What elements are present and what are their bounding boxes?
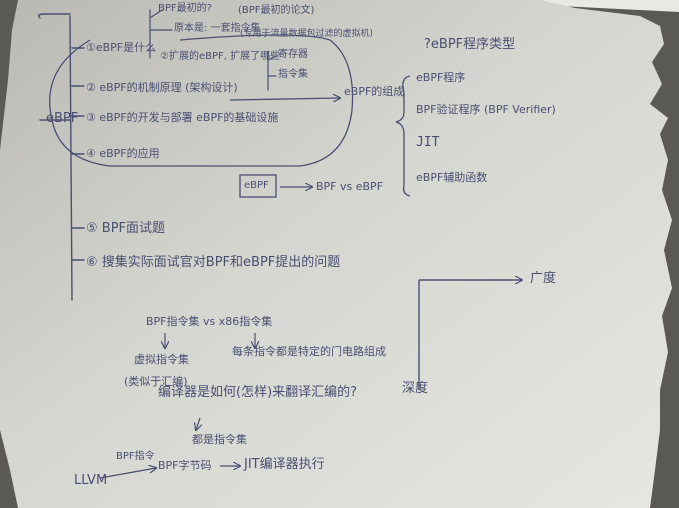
item1-label: ①eBPF是什么 — [86, 41, 157, 54]
item1-sub-a: BPF最初的? — [158, 3, 212, 14]
item1-sub-g: 指令集 — [278, 69, 308, 80]
tree-brace — [37, 13, 85, 301]
components-brace — [395, 75, 411, 197]
item5-label: ⑤ BPF面试题 — [86, 221, 166, 236]
virtual-isa-label: 虚拟指令集 — [134, 353, 189, 366]
arrow-llvm — [99, 468, 156, 479]
component-verifier: BPF验证程序 (BPF Verifier) — [416, 103, 556, 116]
item1-sub-c: (BPF最初的论文) — [238, 5, 315, 16]
component-helpers: eBPF辅助函数 — [416, 171, 488, 184]
item1-sub-d: (专用于流量数据包过滤的虚拟机) — [240, 29, 374, 39]
components-label: eBPF的组成 — [344, 85, 405, 98]
bpf-vs-x86-label: BPF指令集 vs x86指令集 — [146, 315, 273, 328]
item4-label: ④ eBPF的应用 — [86, 147, 160, 160]
x86-note: 每条指令都是特定的门电路组成 — [232, 345, 386, 358]
compile-question: 编译器是如何(怎样)来翻译汇编的? — [158, 385, 358, 400]
top-right-paper-strip — [540, 0, 679, 12]
all-isa-label: 都是指令集 — [192, 433, 247, 446]
breadth-label: 广度 — [530, 271, 557, 286]
ebpf-box-label: eBPF — [244, 180, 269, 191]
arrow-to-components — [229, 98, 340, 100]
arrow-compile — [196, 417, 200, 430]
ebpf-root-label: eBPF — [46, 111, 79, 126]
pipeline-arrow-label: BPF指令 — [116, 451, 155, 462]
item1-subbrace — [149, 9, 277, 91]
pipeline-jit: JIT编译器执行 — [244, 457, 325, 472]
item6-label: ⑥ 搜集实际面试官对BPF和eBPF提出的问题 — [86, 255, 341, 270]
pipeline-bytecode: BPF字节码 — [158, 459, 212, 472]
item2-label: ② eBPF的机制原理 (架构设计) — [86, 81, 238, 94]
bpf-vs-ebpf-label: BPF vs eBPF — [316, 180, 384, 193]
depth-label: 深度 — [402, 381, 429, 396]
program-types-label: ?eBPF程序类型 — [424, 37, 516, 52]
item1-sub-e: ②扩展的eBPF, 扩展了哪些 — [160, 51, 281, 62]
component-program: eBPF程序 — [416, 71, 466, 84]
grouping-loop — [49, 34, 354, 167]
item3-label: ③ eBPF的开发与部署 eBPF的基础设施 — [86, 111, 279, 124]
item1-sub-f: 寄存器 — [278, 49, 308, 60]
component-jit: JIT — [416, 135, 440, 150]
virtual-isa-note: (类似于汇编) — [124, 375, 188, 388]
pipeline-llvm: LLVM — [74, 473, 108, 488]
item1-sub-b: 原本是: 一套指令集 — [174, 23, 261, 34]
ebpf-box — [239, 174, 277, 198]
